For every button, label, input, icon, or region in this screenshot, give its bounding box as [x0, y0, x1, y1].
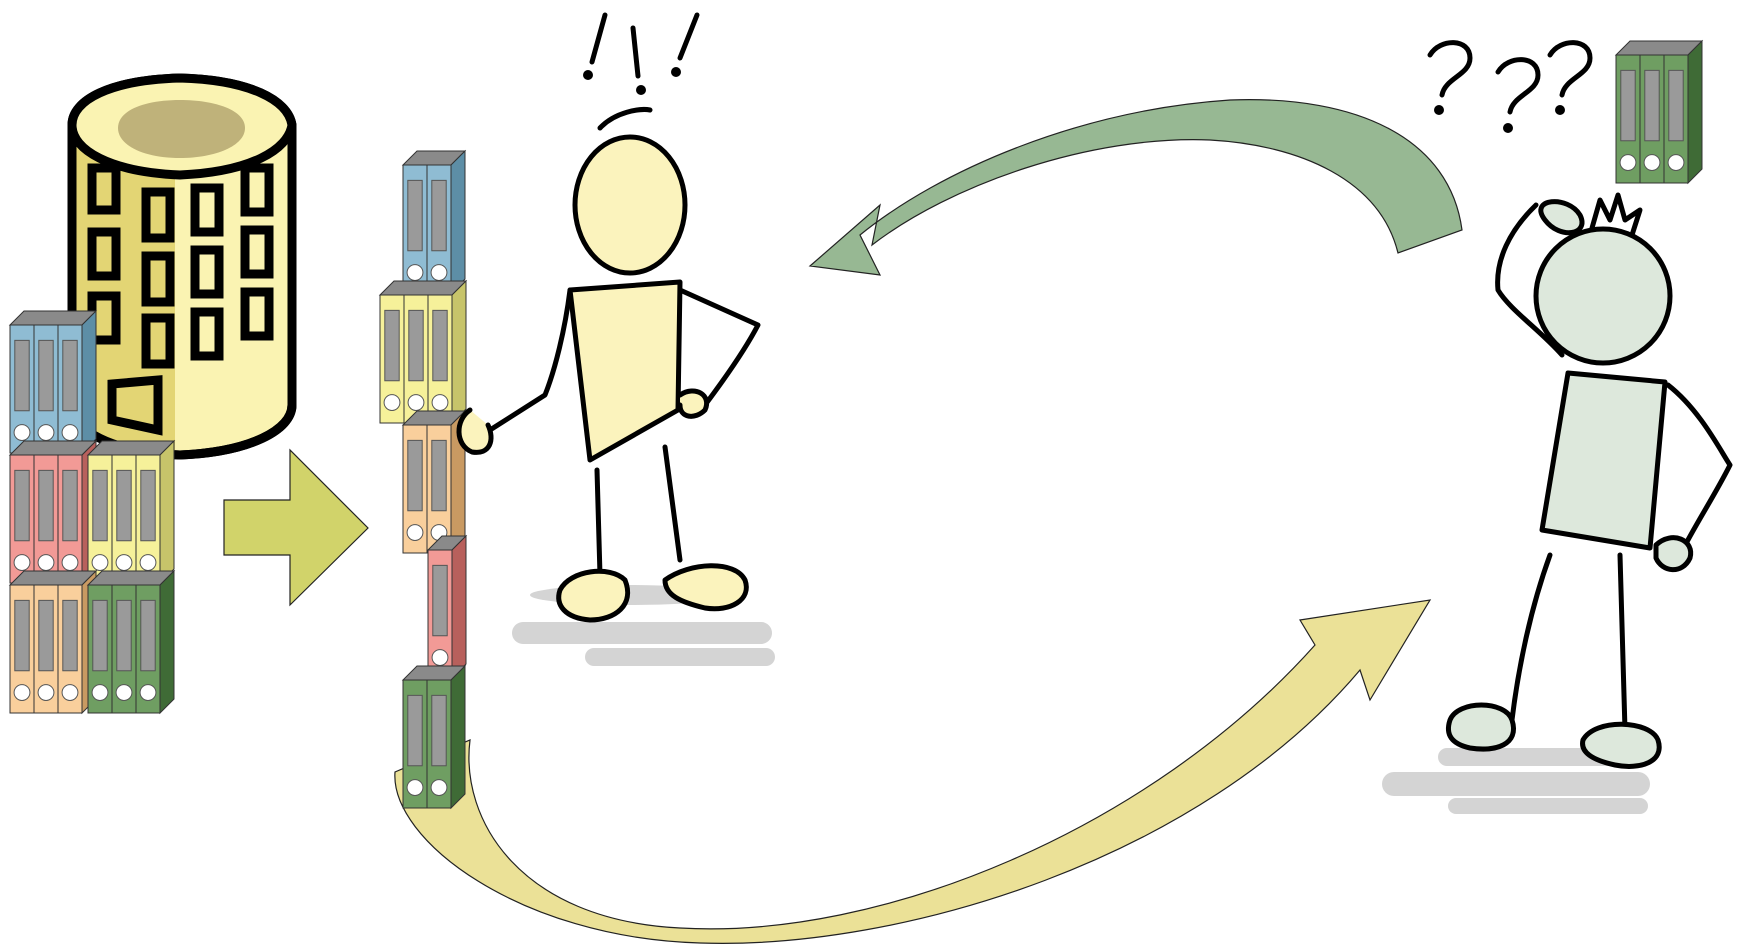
binder-stack-archive: [8, 309, 176, 715]
green-binder-group: [401, 664, 467, 810]
blue-binder-group: [401, 149, 467, 295]
binder: [402, 424, 428, 554]
exclamation-marks: [589, 12, 700, 79]
binder: [57, 454, 83, 584]
binder: [135, 584, 161, 714]
orange-binder-group: [401, 409, 467, 555]
binder: [426, 164, 452, 294]
office-building: [67, 73, 297, 460]
binder: [1639, 54, 1665, 184]
binder-stack-handed-over: [378, 149, 468, 810]
orange-binder-group: [8, 569, 98, 715]
binder: [87, 584, 113, 714]
binder: [111, 454, 137, 584]
binder: [9, 584, 35, 714]
binder: [57, 584, 83, 714]
binder: [9, 324, 35, 454]
binder: [379, 294, 405, 424]
building-windows: [87, 163, 274, 436]
binder: [403, 294, 429, 424]
binder: [9, 454, 35, 584]
binder: [135, 454, 161, 584]
binder: [426, 679, 452, 809]
binder: [33, 324, 59, 454]
binder: [33, 454, 59, 584]
binder: [111, 584, 137, 714]
binder: [87, 454, 113, 584]
person-left-explaining: [456, 12, 761, 623]
red-binder-group: [426, 534, 468, 680]
binder: [1663, 54, 1689, 184]
binder: [426, 424, 452, 554]
binder: [33, 584, 59, 714]
binder-stack-received: [1614, 39, 1704, 185]
ground-shadow-right: [1382, 748, 1650, 814]
blue-binder-group: [8, 309, 98, 455]
binder: [57, 324, 83, 454]
person-right-confused: [1427, 40, 1733, 769]
yellow-binder-group: [378, 279, 468, 425]
yellow-binder-group: [86, 439, 176, 585]
handoff-arrow-yellow: [394, 599, 1432, 944]
question-marks: [1427, 40, 1593, 115]
binder: [1615, 54, 1641, 184]
red-binder-group: [8, 439, 98, 585]
transfer-arrow-olive: [223, 448, 369, 607]
green-binder-group: [86, 569, 176, 715]
binder: [427, 294, 453, 424]
green-binder-group: [1614, 39, 1704, 185]
binder: [402, 679, 428, 809]
return-arrow-green: [808, 99, 1463, 276]
binder: [427, 549, 453, 679]
binder: [402, 164, 428, 294]
